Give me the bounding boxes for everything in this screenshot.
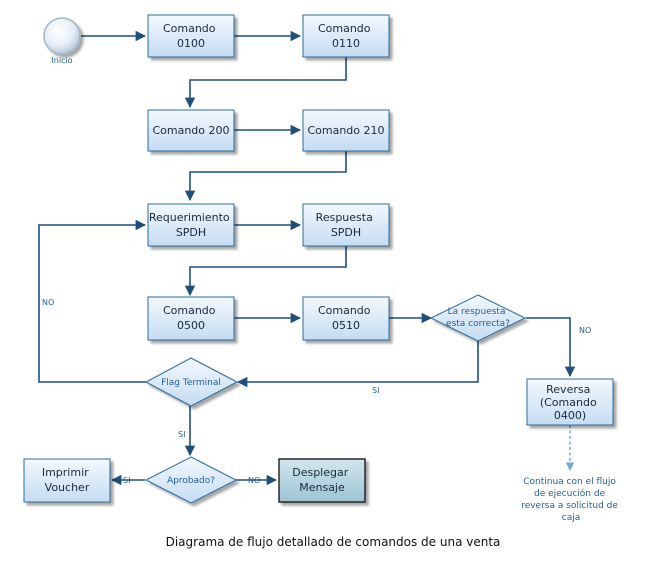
box-comando-210: Comando 210 <box>302 109 390 152</box>
note-continua-reversa: Continua con el flujo de ejecución de re… <box>521 477 621 523</box>
box-comando-0510: Comando 0510 <box>302 296 390 341</box>
edge-respuesta-reversa <box>526 317 576 378</box>
box-reversa: Reversa (Comando 0400) <box>526 378 614 426</box>
label-si-aprobado: SI <box>178 430 185 439</box>
diamond-flag-terminal: Flag Terminal <box>144 357 239 407</box>
start-label: Inicio <box>51 56 72 65</box>
box-comando-200-text: Comando 200 <box>152 124 229 137</box>
box-comando-0510-text: Comando 0510 <box>318 304 374 332</box>
box-comando-0110-text: Comando 0110 <box>318 22 374 50</box>
box-comando-200: Comando 200 <box>147 109 235 152</box>
box-comando-0100: Comando 0100 <box>147 14 235 58</box>
box-comando-0500-text: Comando 0500 <box>163 304 219 332</box>
label-no-desplegar: NO <box>248 476 260 485</box>
box-comando-0500: Comando 0500 <box>147 296 235 341</box>
box-comando-210-text: Comando 210 <box>307 124 384 137</box>
edge-210-req <box>184 151 347 202</box>
diamond-respuesta-correcta-text: La respuesta esta correcta? <box>446 307 510 329</box>
edge-respuesta-flag <box>236 341 479 388</box>
diamond-flag-terminal-text: Flag Terminal <box>161 378 221 388</box>
diagram-caption: Diagrama de flujo detallado de comandos … <box>166 535 501 549</box>
diamond-aprobado: Aprobado? <box>144 456 238 504</box>
box-imprimir-voucher: Imprimir Voucher <box>23 458 111 503</box>
label-si-imprimir: SI <box>123 476 130 485</box>
box-reversa-text: Reversa (Comando 0400) <box>540 383 600 422</box>
box-respuesta-spdh-text: Respuesta SPDH <box>316 211 377 239</box>
start-node: Inicio <box>43 17 81 65</box>
box-comando-0100-text: Comando 0100 <box>163 22 219 50</box>
edge-flag-loop-req <box>38 219 147 383</box>
box-requerimiento-spdh-text: Requerimiento SPDH <box>149 211 233 239</box>
box-respuesta-spdh: Respuesta SPDH <box>302 203 390 247</box>
box-desplegar-mensaje-text: Desplegar Mensaje <box>292 466 352 494</box>
box-imprimir-voucher-text: Imprimir Voucher <box>42 466 92 494</box>
diamond-aprobado-text: Aprobado? <box>167 476 215 486</box>
label-no-loop: NO <box>42 298 54 307</box>
box-requerimiento-spdh: Requerimiento SPDH <box>147 203 235 247</box>
edges <box>38 30 576 486</box>
box-comando-0110: Comando 0110 <box>302 14 390 58</box>
edge-resp-0500 <box>184 246 347 297</box>
edge-0110-200 <box>184 57 347 109</box>
label-no-reversa: NO <box>579 326 591 335</box>
label-si-flag: SI <box>372 386 379 395</box>
diamond-respuesta-correcta: La respuesta esta correcta? <box>429 294 527 342</box>
box-desplegar-mensaje: Desplegar Mensaje <box>278 458 366 503</box>
